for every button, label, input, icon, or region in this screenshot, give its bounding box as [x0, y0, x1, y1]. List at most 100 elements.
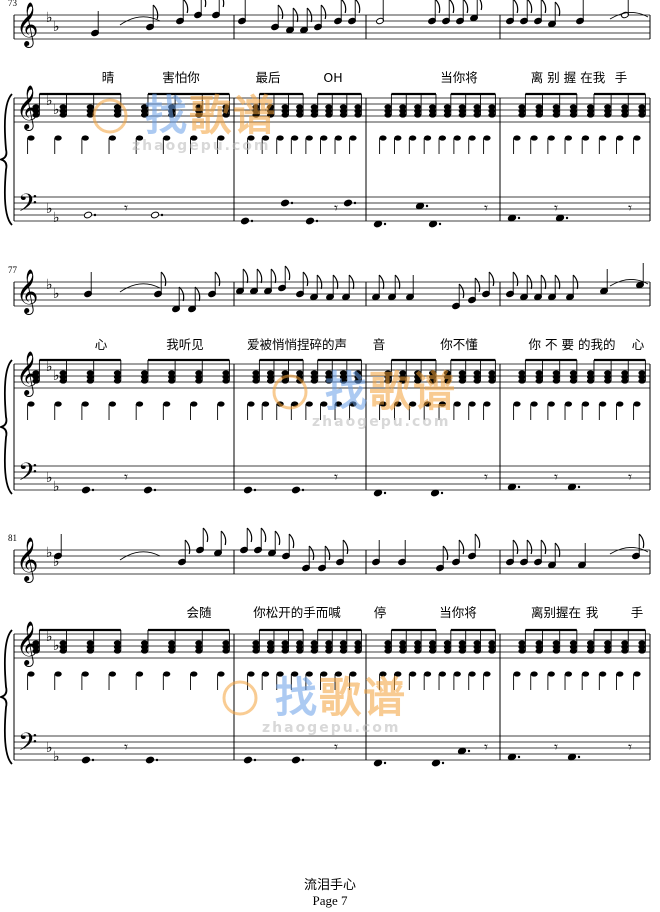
- eighth-rest-icon: 𝄾: [334, 468, 338, 486]
- eighth-rest-icon: 𝄾: [484, 738, 488, 756]
- bass-note: [507, 483, 521, 491]
- piano-chord: [379, 360, 392, 420]
- piano-chord: [349, 94, 362, 154]
- key-signature-flats-icon: ♭♭: [46, 277, 60, 302]
- melody-note: [468, 533, 481, 560]
- piano-chord: [616, 360, 629, 420]
- melody-note: [600, 269, 608, 295]
- bass-note: [373, 759, 387, 767]
- piano-chord: [81, 630, 95, 690]
- lyric-syllable: 音: [373, 337, 386, 352]
- treble-clef-watermark-icon: [92, 98, 128, 134]
- piano-chord: [217, 360, 230, 420]
- melody-note: [278, 265, 291, 292]
- melody-note: [578, 543, 586, 569]
- piano-chord: [598, 360, 612, 420]
- bass-note: [430, 489, 444, 497]
- piano-chord: [438, 94, 452, 154]
- lyric-syllable: 我: [586, 605, 599, 620]
- piano-chord: [453, 630, 467, 690]
- piano-chord: [564, 630, 578, 690]
- lyric-syllable: 离 别 握 在我: [531, 70, 606, 85]
- svg-text:♭: ♭: [53, 749, 60, 765]
- melody-note: [388, 274, 401, 301]
- piano-chord: [468, 94, 481, 154]
- melody-note: [376, 0, 384, 25]
- lyric-syllable: 当你将: [439, 605, 477, 620]
- footer-song-title: 流泪手心: [303, 877, 356, 892]
- eighth-rest-icon: 𝄾: [124, 468, 128, 486]
- piano-chord: [81, 360, 95, 420]
- piano-chord: [54, 360, 67, 420]
- eighth-rest-icon: 𝄾: [628, 738, 632, 756]
- treble-clef-watermark-icon: [272, 374, 308, 410]
- piano-chord: [513, 360, 526, 420]
- measure-number: 77: [8, 265, 18, 275]
- bass-note: [243, 486, 257, 494]
- piano-chord: [54, 94, 67, 154]
- bass-note: [567, 753, 581, 761]
- svg-text:♭: ♭: [53, 368, 60, 384]
- lyric-syllable: 害怕你: [162, 70, 200, 85]
- svg-text:♭: ♭: [46, 470, 53, 486]
- key-signature-flats-icon: ♭♭: [46, 740, 60, 765]
- eighth-rest-icon: 𝄾: [628, 468, 632, 486]
- bass-note: [291, 756, 305, 764]
- piano-chord: [320, 630, 333, 690]
- melody-note: [534, 0, 547, 25]
- melody-note: [176, 0, 189, 25]
- melody-note: [282, 533, 295, 560]
- piano-brace-icon: [0, 93, 13, 226]
- piano-chord: [530, 630, 543, 690]
- piano-chord: [453, 360, 467, 420]
- piano-chord: [305, 630, 319, 690]
- melody-note: [428, 0, 441, 25]
- lyric-syllable: 晴: [102, 70, 115, 85]
- piano-chord: [530, 94, 543, 154]
- piano-chord: [468, 630, 481, 690]
- svg-text:♭: ♭: [53, 554, 60, 570]
- melody-note: [534, 539, 547, 566]
- piano-chord: [135, 630, 149, 690]
- key-signature-flats-icon: ♭♭: [46, 545, 60, 570]
- piano-chord: [190, 630, 203, 690]
- piano-chord: [247, 630, 260, 690]
- piano-chord: [217, 94, 230, 154]
- svg-text:♭: ♭: [46, 10, 53, 26]
- lyric-syllable: 你不懂: [440, 337, 478, 352]
- piano-bass-staff: [14, 465, 650, 491]
- lyric-syllable: 当你将: [440, 70, 478, 85]
- svg-text:♭: ♭: [46, 545, 53, 561]
- melody-note: [621, 0, 629, 19]
- melody-note: [84, 272, 92, 298]
- tie-icon: [119, 16, 161, 26]
- piano-chord: [513, 630, 526, 690]
- piano-chord: [190, 360, 203, 420]
- melody-staff: [14, 14, 650, 40]
- piano-chord: [564, 360, 578, 420]
- piano-chord: [598, 630, 612, 690]
- melody-note: [520, 274, 533, 301]
- bass-note: [291, 486, 305, 494]
- eighth-rest-icon: 𝄾: [334, 738, 338, 756]
- svg-text:♭: ♭: [53, 286, 60, 302]
- piano-chord: [408, 630, 422, 690]
- eighth-rest-icon: 𝄾: [554, 468, 558, 486]
- piano-chord: [334, 360, 348, 420]
- tie-icon: [119, 551, 161, 561]
- svg-text:♭: ♭: [46, 740, 53, 756]
- piano-chord: [27, 360, 40, 420]
- melody-note: [310, 274, 323, 301]
- svg-text:♭: ♭: [46, 277, 53, 293]
- treble-clef-icon: 𝄞: [16, 269, 38, 315]
- piano-chord: [290, 630, 304, 690]
- piano-chord: [394, 360, 407, 420]
- key-signature-flats-icon: ♭♭: [46, 629, 60, 654]
- watermark-url: zhaogepu.com: [312, 414, 451, 430]
- melody-note: [188, 286, 201, 313]
- bass-note: [343, 199, 357, 207]
- melody-note: [240, 527, 253, 554]
- melody-note: [452, 539, 465, 566]
- melody-note: [54, 534, 62, 560]
